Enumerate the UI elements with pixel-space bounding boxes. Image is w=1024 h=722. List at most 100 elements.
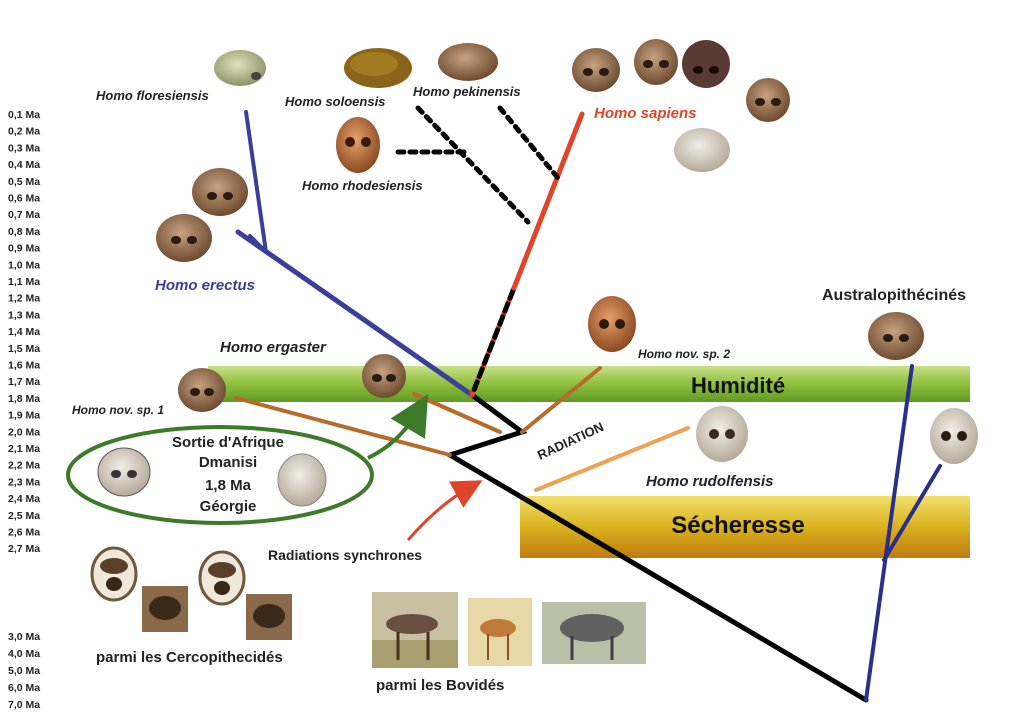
time-tick-label: 0,2 Ma: [8, 126, 40, 138]
time-tick-label: 2,7 Ma: [8, 543, 40, 555]
floresiensis-branch: [244, 110, 268, 254]
time-tick-label: 1,0 Ma: [8, 259, 40, 271]
time-scale-deep: 3,0 Ma 4,0 Ma 5,0 Ma 6,0 Ma 7,0 Ma: [8, 631, 40, 711]
dispersal-ellipse: [66, 425, 374, 525]
time-tick-label: 2,1 Ma: [8, 443, 40, 455]
nov-sp-1-skull-icon: [178, 368, 226, 412]
australopith-skull-2-icon: [930, 408, 978, 464]
sapiens-branch-dark-dash: [469, 285, 517, 398]
monkey-face-1-icon: [90, 546, 138, 602]
nov-sp-2-skull-icon: [588, 296, 636, 352]
australopith-branch: [864, 364, 914, 702]
soloensis-connection: [415, 105, 531, 225]
time-tick-label: 1,7 Ma: [8, 376, 40, 388]
time-tick-label: 1,5 Ma: [8, 343, 40, 355]
sapiens-branch: [511, 111, 585, 291]
sapiens-skull-3-icon: [682, 40, 730, 88]
time-tick-label: 2,0 Ma: [8, 426, 40, 438]
time-tick-label: 0,9 Ma: [8, 243, 40, 255]
rudolfensis-branch: [534, 426, 690, 492]
time-tick-label: 2,3 Ma: [8, 476, 40, 488]
impala-photo-icon: [468, 598, 532, 666]
dmanisi-cranium-icon: [277, 453, 327, 507]
time-scale: 0,1 Ma0,2 Ma0,3 Ma0,4 Ma0,5 Ma0,6 Ma0,7 …: [8, 109, 40, 555]
dispersal-line3: 1,8 Ma: [205, 477, 252, 494]
floresiensis-skull-icon: [214, 50, 266, 86]
bovid-icons: [372, 592, 646, 668]
rudolfensis-skull-icon: [696, 406, 748, 462]
label-cercopithecids: parmi les Cercopithecidés: [96, 649, 283, 666]
time-tick-label: 1,4 Ma: [8, 326, 40, 338]
monkey-face-3-icon: [198, 550, 246, 606]
time-tick-label: 3,0 Ma: [8, 631, 40, 643]
label-sapiens: Homo sapiens: [594, 105, 697, 122]
label-nov-sp-1: Homo nov. sp. 1: [72, 403, 164, 417]
time-tick-label: 1,3 Ma: [8, 309, 40, 321]
time-tick-label: 0,5 Ma: [8, 176, 40, 188]
monkey-face-4-icon: [246, 594, 292, 640]
time-tick-label: 0,8 Ma: [8, 226, 40, 238]
time-tick-label: 4,0 Ma: [8, 648, 40, 660]
erectus-skull-icons: [156, 168, 248, 262]
time-tick-label: 1,8 Ma: [8, 393, 40, 405]
dispersal-line2: Dmanisi: [199, 454, 257, 471]
label-ergaster: Homo ergaster: [220, 339, 327, 356]
australopith-skull-1-icon: [868, 312, 924, 360]
label-erectus: Homo erectus: [155, 277, 255, 294]
wildebeest-photo-icon: [542, 602, 646, 664]
drought-label: Sécheresse: [671, 512, 804, 539]
time-tick-label: 1,1 Ma: [8, 276, 40, 288]
cercopithecid-icons: [90, 546, 292, 640]
time-tick-label: 2,5 Ma: [8, 510, 40, 522]
dispersal-line4: Géorgie: [200, 498, 257, 515]
australopith-branch-2: [882, 464, 942, 562]
label-soloensis: Homo soloensis: [285, 94, 385, 109]
gazelle-photo-icon: [372, 592, 458, 668]
rhodesiensis-skull-icon: [336, 117, 380, 173]
label-pekinensis: Homo pekinensis: [413, 84, 521, 99]
dmanisi-skull-icon: [97, 447, 151, 497]
time-tick-label: 2,6 Ma: [8, 527, 40, 539]
time-tick-label: 7,0 Ma: [8, 699, 40, 711]
dispersal-line1: Sortie d'Afrique: [172, 434, 284, 451]
time-tick-label: 1,6 Ma: [8, 360, 40, 372]
humidity-band: Humidité: [208, 366, 970, 402]
erectus-branch: [235, 229, 475, 398]
drought-band: Sécheresse: [520, 496, 970, 558]
time-tick-label: 0,1 Ma: [8, 109, 40, 121]
ergaster-skull-icon: [362, 354, 406, 398]
ergaster-branch: [412, 392, 502, 434]
sapiens-skull-4-icon: [746, 78, 790, 122]
nov-sp-1-branch: [234, 396, 452, 457]
time-tick-label: 5,0 Ma: [8, 665, 40, 677]
label-nov-sp-2: Homo nov. sp. 2: [638, 347, 730, 361]
time-tick-label: 2,4 Ma: [8, 493, 40, 505]
nov-sp-2-branch: [520, 366, 602, 434]
time-tick-label: 1,9 Ma: [8, 410, 40, 422]
sapiens-skull-1-icon: [572, 48, 620, 92]
erectus-skull-1-icon: [192, 168, 248, 216]
time-tick-label: 0,3 Ma: [8, 142, 40, 154]
humidity-label: Humidité: [691, 373, 785, 398]
dispersal-group: Sortie d'Afrique Dmanisi 1,8 Ma Géorgie: [66, 425, 374, 525]
pekinensis-connection: [497, 105, 561, 181]
synchronous-radiation-arrow: [406, 480, 483, 541]
erectus-skull-2-icon: [156, 214, 212, 262]
dispersal-arrow: [367, 394, 429, 460]
label-synchronous-radiations: Radiations synchrones: [268, 547, 422, 563]
soloensis-skull-icon: [344, 48, 412, 88]
pekinensis-skull-icon: [438, 43, 498, 81]
sapiens-skull-2-icon: [634, 39, 678, 85]
time-tick-label: 2,2 Ma: [8, 460, 40, 472]
time-tick-label: 6,0 Ma: [8, 682, 40, 694]
erectus-spur: [248, 234, 268, 254]
time-tick-label: 1,2 Ma: [8, 293, 40, 305]
trunk-line: [443, 392, 869, 703]
label-floresiensis: Homo floresiensis: [96, 88, 209, 103]
phylogeny-tree: [234, 105, 942, 703]
label-bovids: parmi les Bovidés: [376, 677, 504, 694]
label-australopithecines: Australopithécinés: [822, 287, 966, 304]
label-rudolfensis: Homo rudolfensis: [646, 473, 774, 490]
time-tick-label: 0,6 Ma: [8, 193, 40, 205]
sapiens-skull-5-icon: [674, 128, 730, 172]
